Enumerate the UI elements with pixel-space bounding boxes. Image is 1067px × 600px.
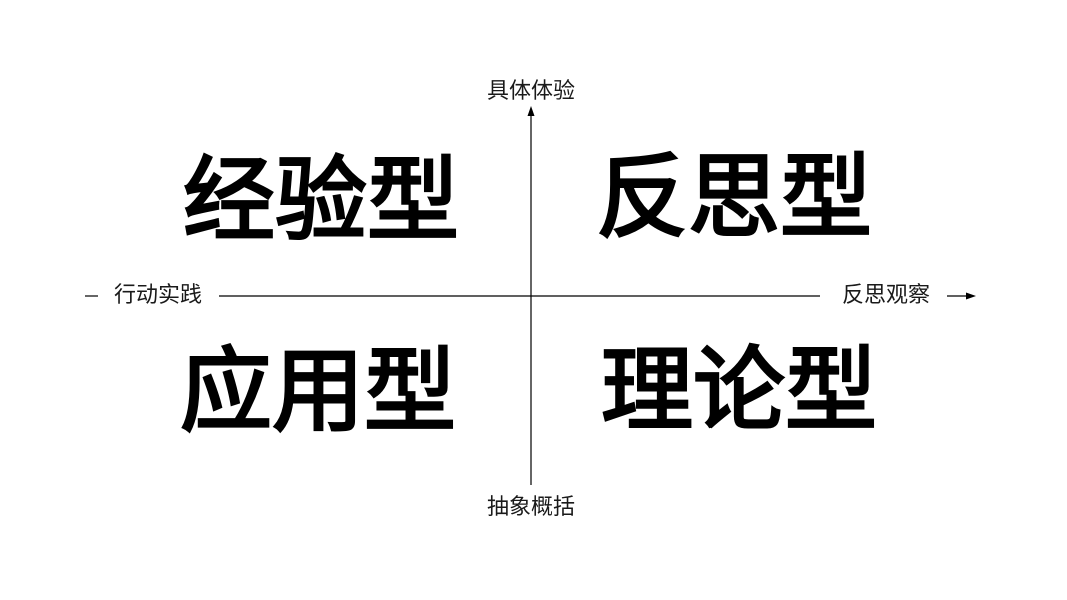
- axis-label-top: 具体体验: [486, 79, 575, 104]
- quadrant-bottom-left: 应用型: [179, 337, 456, 445]
- quadrant-top-left: 经验型: [182, 146, 459, 254]
- axis-label-right: 反思观察: [841, 283, 930, 308]
- right-arrowhead: [966, 292, 976, 300]
- quadrant-bottom-right: 理论型: [600, 336, 877, 444]
- vertical-axis-arrowhead: [527, 106, 535, 116]
- axis-label-bottom: 抽象概括: [486, 495, 575, 520]
- axis-label-left: 行动实践: [113, 283, 202, 308]
- quadrant-top-right: 反思型: [595, 143, 872, 251]
